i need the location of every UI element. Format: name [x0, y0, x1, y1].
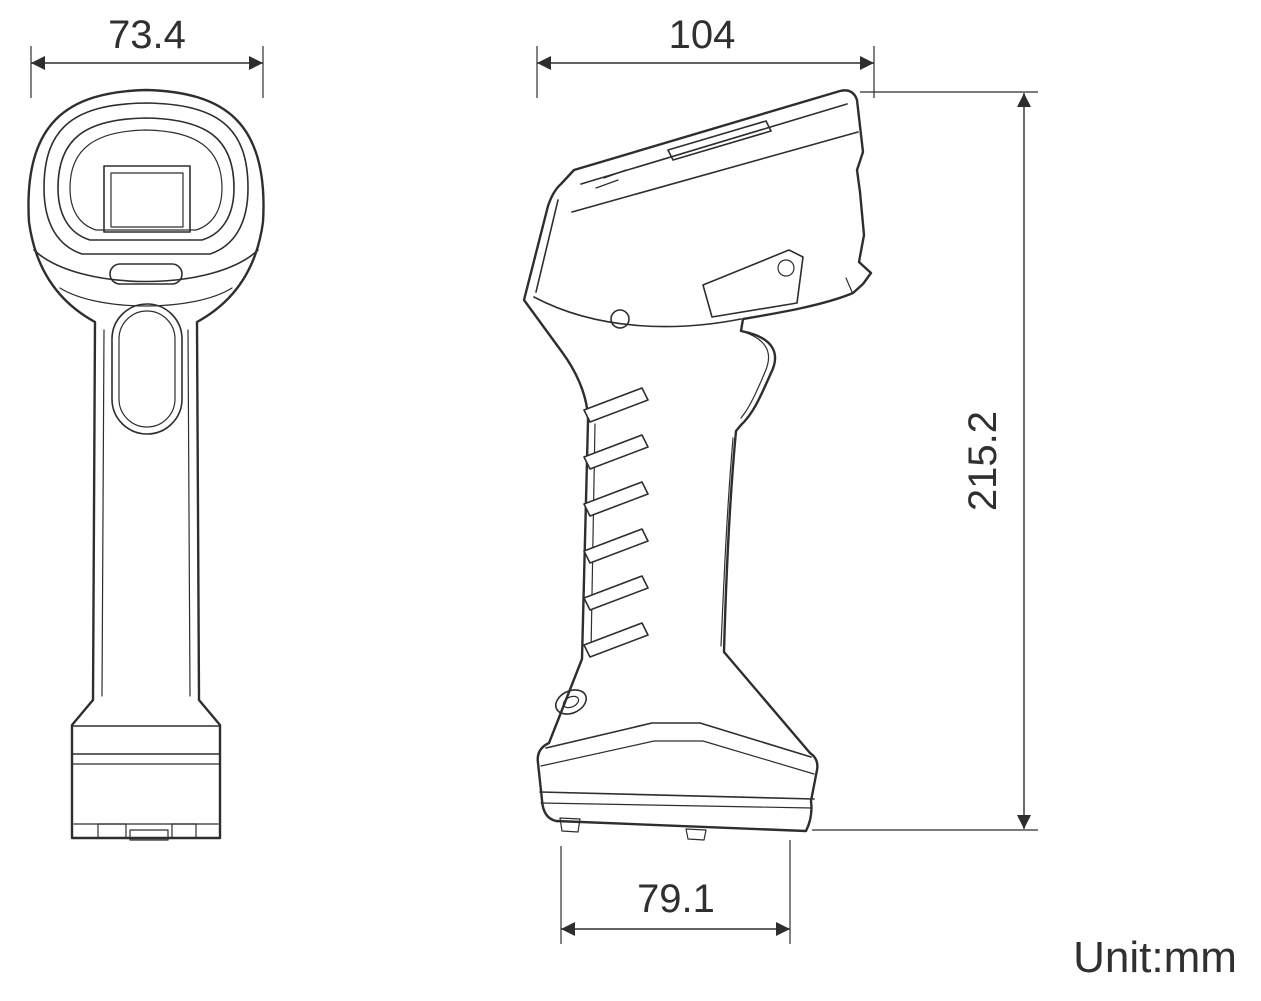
dim-base-depth: 79.1	[560, 840, 791, 944]
side-foot-left	[559, 817, 581, 833]
grip-stripe-2	[583, 434, 649, 470]
base-band-2	[540, 802, 813, 809]
top-slash-1	[603, 169, 627, 179]
mount-notch	[845, 277, 853, 293]
top-cap-seam-2	[571, 131, 859, 213]
dim-front-width: 73.4	[30, 13, 264, 98]
trigger-side-inner	[740, 331, 770, 419]
scan-head-rim-outer	[43, 102, 249, 255]
dimension-label: 104	[669, 13, 736, 57]
scan-head-rim-middle	[57, 117, 235, 241]
grip-stripe-4	[583, 528, 649, 564]
front-window-seam	[535, 199, 559, 293]
grip-stripe-6	[583, 622, 649, 658]
body-bottom-seam	[533, 296, 742, 328]
lanyard-ring-outer	[554, 689, 588, 715]
imaging-module-inner	[110, 172, 184, 228]
dimension-label: 215.2	[961, 411, 1005, 511]
imaging-module-outer	[103, 165, 191, 233]
base-collar-top	[545, 722, 812, 758]
base-band-1	[539, 791, 815, 800]
base-foot-center	[129, 829, 169, 841]
shoulder-seam-lower	[59, 287, 233, 307]
handle-contour-right	[187, 329, 191, 697]
top-slash-2	[595, 179, 619, 189]
shoulder-seam-upper	[33, 249, 259, 283]
base-foot-right	[171, 823, 197, 839]
grip-stripe-1	[583, 387, 649, 423]
dim-side-depth: 104	[536, 13, 875, 98]
base-collar-lower	[540, 740, 815, 775]
side-button	[610, 309, 630, 329]
trigger-button-inner	[118, 310, 176, 428]
handle-back-contour	[720, 437, 734, 647]
grip-stripe-5	[583, 575, 649, 611]
grip-stripe-3	[583, 481, 649, 517]
latch-screw	[777, 259, 795, 277]
base-foot-left	[97, 823, 127, 839]
dim-overall-height: 215.2	[812, 91, 1038, 831]
dimension-label: 79.1	[637, 877, 715, 921]
lanyard-ring-inner	[562, 695, 580, 709]
handle-contour-left	[101, 329, 105, 697]
front-view-drawing	[27, 88, 265, 841]
scanner-side-outline	[522, 89, 873, 833]
scanner-front-outline	[27, 88, 265, 840]
trigger-button-outer	[111, 303, 183, 435]
dimension-label: 73.4	[108, 13, 186, 57]
scan-window	[69, 129, 223, 231]
side-foot-center	[685, 828, 707, 841]
top-plate	[667, 120, 772, 161]
latch-panel	[702, 249, 804, 318]
side-view-drawing	[522, 89, 873, 841]
indicator-slot	[109, 263, 183, 285]
unit-label: Unit:mm	[1073, 933, 1237, 982]
